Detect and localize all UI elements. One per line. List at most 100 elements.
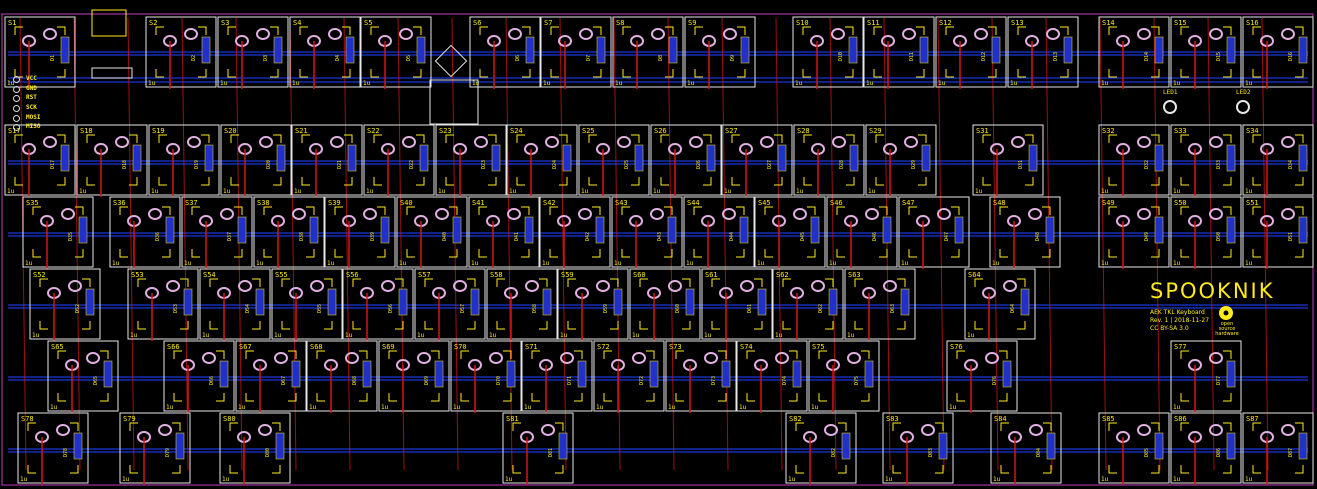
switch-label: S57 <box>418 271 431 279</box>
switch-pad <box>617 136 631 148</box>
diode-label: D39 <box>370 232 376 241</box>
switch-label: S31 <box>976 127 989 135</box>
switch-bracket <box>1295 26 1304 35</box>
switch-bracket <box>918 177 927 186</box>
key-size-label: 1u <box>453 404 461 411</box>
switch-bracket <box>270 69 279 78</box>
switch-bracket <box>227 26 236 35</box>
switch-label: S65 <box>51 343 64 351</box>
switch-bracket <box>306 249 315 258</box>
diode-label: D13 <box>1053 52 1059 61</box>
diode-label: D48 <box>1035 232 1041 241</box>
switch-bracket <box>807 206 816 215</box>
key-size-label: 1u <box>1173 476 1181 483</box>
pin-label: GND <box>12 85 40 95</box>
switch-bracket <box>1180 206 1189 215</box>
diode-label: D51 <box>1288 232 1294 241</box>
key-size-label: 1u <box>471 260 479 267</box>
switch-bracket <box>908 206 917 215</box>
switch-bracket <box>445 177 454 186</box>
switch-label: S32 <box>1102 127 1115 135</box>
switch-bracket <box>897 321 906 330</box>
switch-bracket <box>119 206 128 215</box>
switch-pad <box>202 352 216 364</box>
switch-label: S86 <box>1174 415 1187 423</box>
oshw-gear-icon <box>1219 306 1233 320</box>
switch-bracket <box>39 321 48 330</box>
switch-pad <box>1281 28 1295 40</box>
switch-outline <box>1170 196 1242 268</box>
switch-bracket <box>846 177 855 186</box>
switch-bracket <box>1252 465 1261 474</box>
switch-label: S18 <box>80 127 93 135</box>
switch-bracket <box>845 26 854 35</box>
switch-outline <box>650 124 722 196</box>
diode <box>1226 432 1236 460</box>
switch-label: S45 <box>758 199 771 207</box>
switch-pad <box>187 136 201 148</box>
switch-bracket <box>665 69 674 78</box>
switch-bracket <box>1180 350 1189 359</box>
switch-outline <box>363 124 435 196</box>
switch-outline <box>946 340 1018 412</box>
switch-bracket <box>57 26 66 35</box>
switch-bracket <box>201 134 210 143</box>
diode-label: D79 <box>165 448 171 457</box>
switch-bracket <box>1025 177 1034 186</box>
key-size-label: 1u <box>788 476 796 483</box>
switch-bracket <box>449 206 458 215</box>
switch-bracket <box>70 422 79 431</box>
diode <box>85 288 95 316</box>
key-size-label: 1u <box>581 188 589 195</box>
diode-label: D1 <box>50 55 56 61</box>
switch-pad <box>525 280 539 292</box>
switch-outline <box>972 124 1044 196</box>
switch-bracket <box>854 278 863 287</box>
switch-label: S49 <box>1102 199 1115 207</box>
key-size-label: 1u <box>505 476 513 483</box>
switch-label: S13 <box>1011 19 1024 27</box>
switch-label: S1 <box>8 19 16 27</box>
switch-bracket <box>229 422 238 431</box>
diode-label: D67 <box>281 376 287 385</box>
switch-pad <box>760 136 774 148</box>
switch-pad <box>1028 208 1042 220</box>
switch-bracket <box>301 177 310 186</box>
switch-label: S19 <box>152 127 165 135</box>
switch-label: S37 <box>185 199 198 207</box>
switch-bracket <box>324 278 333 287</box>
switch-bracket <box>155 69 164 78</box>
switch-bracket <box>974 321 983 330</box>
switch-bracket <box>999 249 1008 258</box>
switch-outline <box>29 268 101 340</box>
diode <box>668 36 678 64</box>
switch-outline <box>1170 16 1242 88</box>
switch-bracket <box>574 393 583 402</box>
switch-bracket <box>216 350 225 359</box>
switch-bracket <box>818 350 827 359</box>
trace-top <box>505 17 513 471</box>
switch-bracket <box>1000 465 1009 474</box>
diode <box>757 288 767 316</box>
switch-pad <box>43 28 57 40</box>
switch-bracket <box>875 134 884 143</box>
switch-bracket <box>516 177 525 186</box>
diode-label: D81 <box>548 448 554 457</box>
key-size-label: 1u <box>704 332 712 339</box>
switch-pad <box>259 136 273 148</box>
trace-top <box>937 17 945 471</box>
diode <box>103 360 113 388</box>
switch-pad <box>1011 136 1025 148</box>
switch-label: S4 <box>293 19 301 27</box>
switch-outline <box>109 196 181 268</box>
diode-label: D69 <box>424 376 430 385</box>
diode-label: D59 <box>603 304 609 313</box>
